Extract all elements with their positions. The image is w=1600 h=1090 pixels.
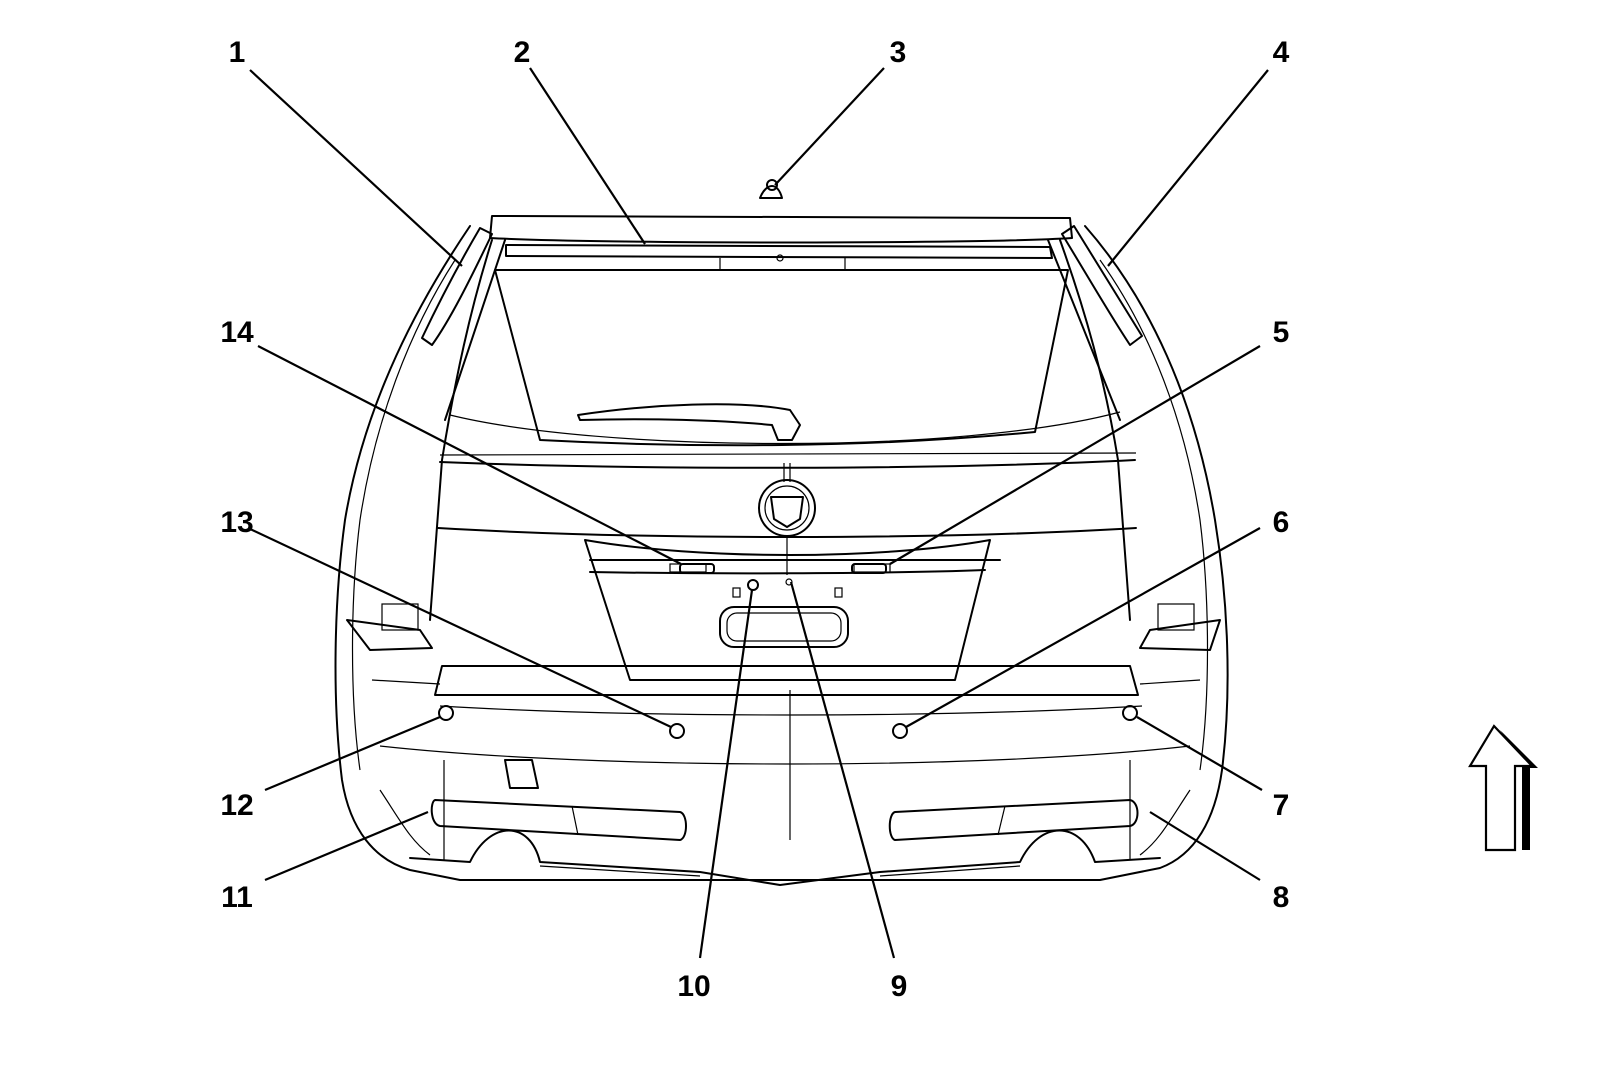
callout-10: 10 — [677, 970, 710, 1003]
leader-line-3 — [774, 67, 885, 186]
callout-6: 6 — [1273, 506, 1290, 539]
callout-11: 11 — [221, 881, 253, 914]
leader-line-14 — [257, 345, 682, 565]
leader-line-2 — [529, 67, 646, 245]
callout-8: 8 — [1273, 881, 1290, 914]
leader-line-9 — [789, 581, 896, 959]
callout-7: 7 — [1273, 789, 1290, 822]
leader-line-10 — [698, 589, 754, 959]
callout-4: 4 — [1273, 36, 1290, 69]
callout-1: 1 — [229, 36, 246, 69]
leader-line-8 — [1149, 811, 1261, 881]
leader-line-6 — [905, 527, 1261, 728]
leader-line-13 — [247, 527, 672, 728]
vehicle-rear-body — [334, 179, 1229, 886]
callout-14: 14 — [220, 316, 254, 349]
callout-13: 13 — [220, 506, 253, 539]
callout-2: 2 — [514, 36, 531, 69]
callout-labels: 1 2 3 4 5 6 7 8 9 10 11 12 13 14 — [220, 36, 1289, 1003]
leader-line-7 — [1136, 716, 1263, 791]
leader-line-11 — [264, 810, 429, 882]
leader-line-4 — [1107, 69, 1269, 267]
leader-line-1 — [249, 69, 463, 267]
callout-3: 3 — [890, 36, 907, 69]
up-arrow-icon — [1468, 724, 1538, 852]
callout-5: 5 — [1273, 316, 1290, 349]
leader-line-12 — [264, 715, 441, 792]
callout-9: 9 — [891, 970, 908, 1003]
leader-lines — [247, 67, 1269, 959]
leader-line-5 — [889, 345, 1261, 565]
callout-12: 12 — [220, 789, 253, 822]
